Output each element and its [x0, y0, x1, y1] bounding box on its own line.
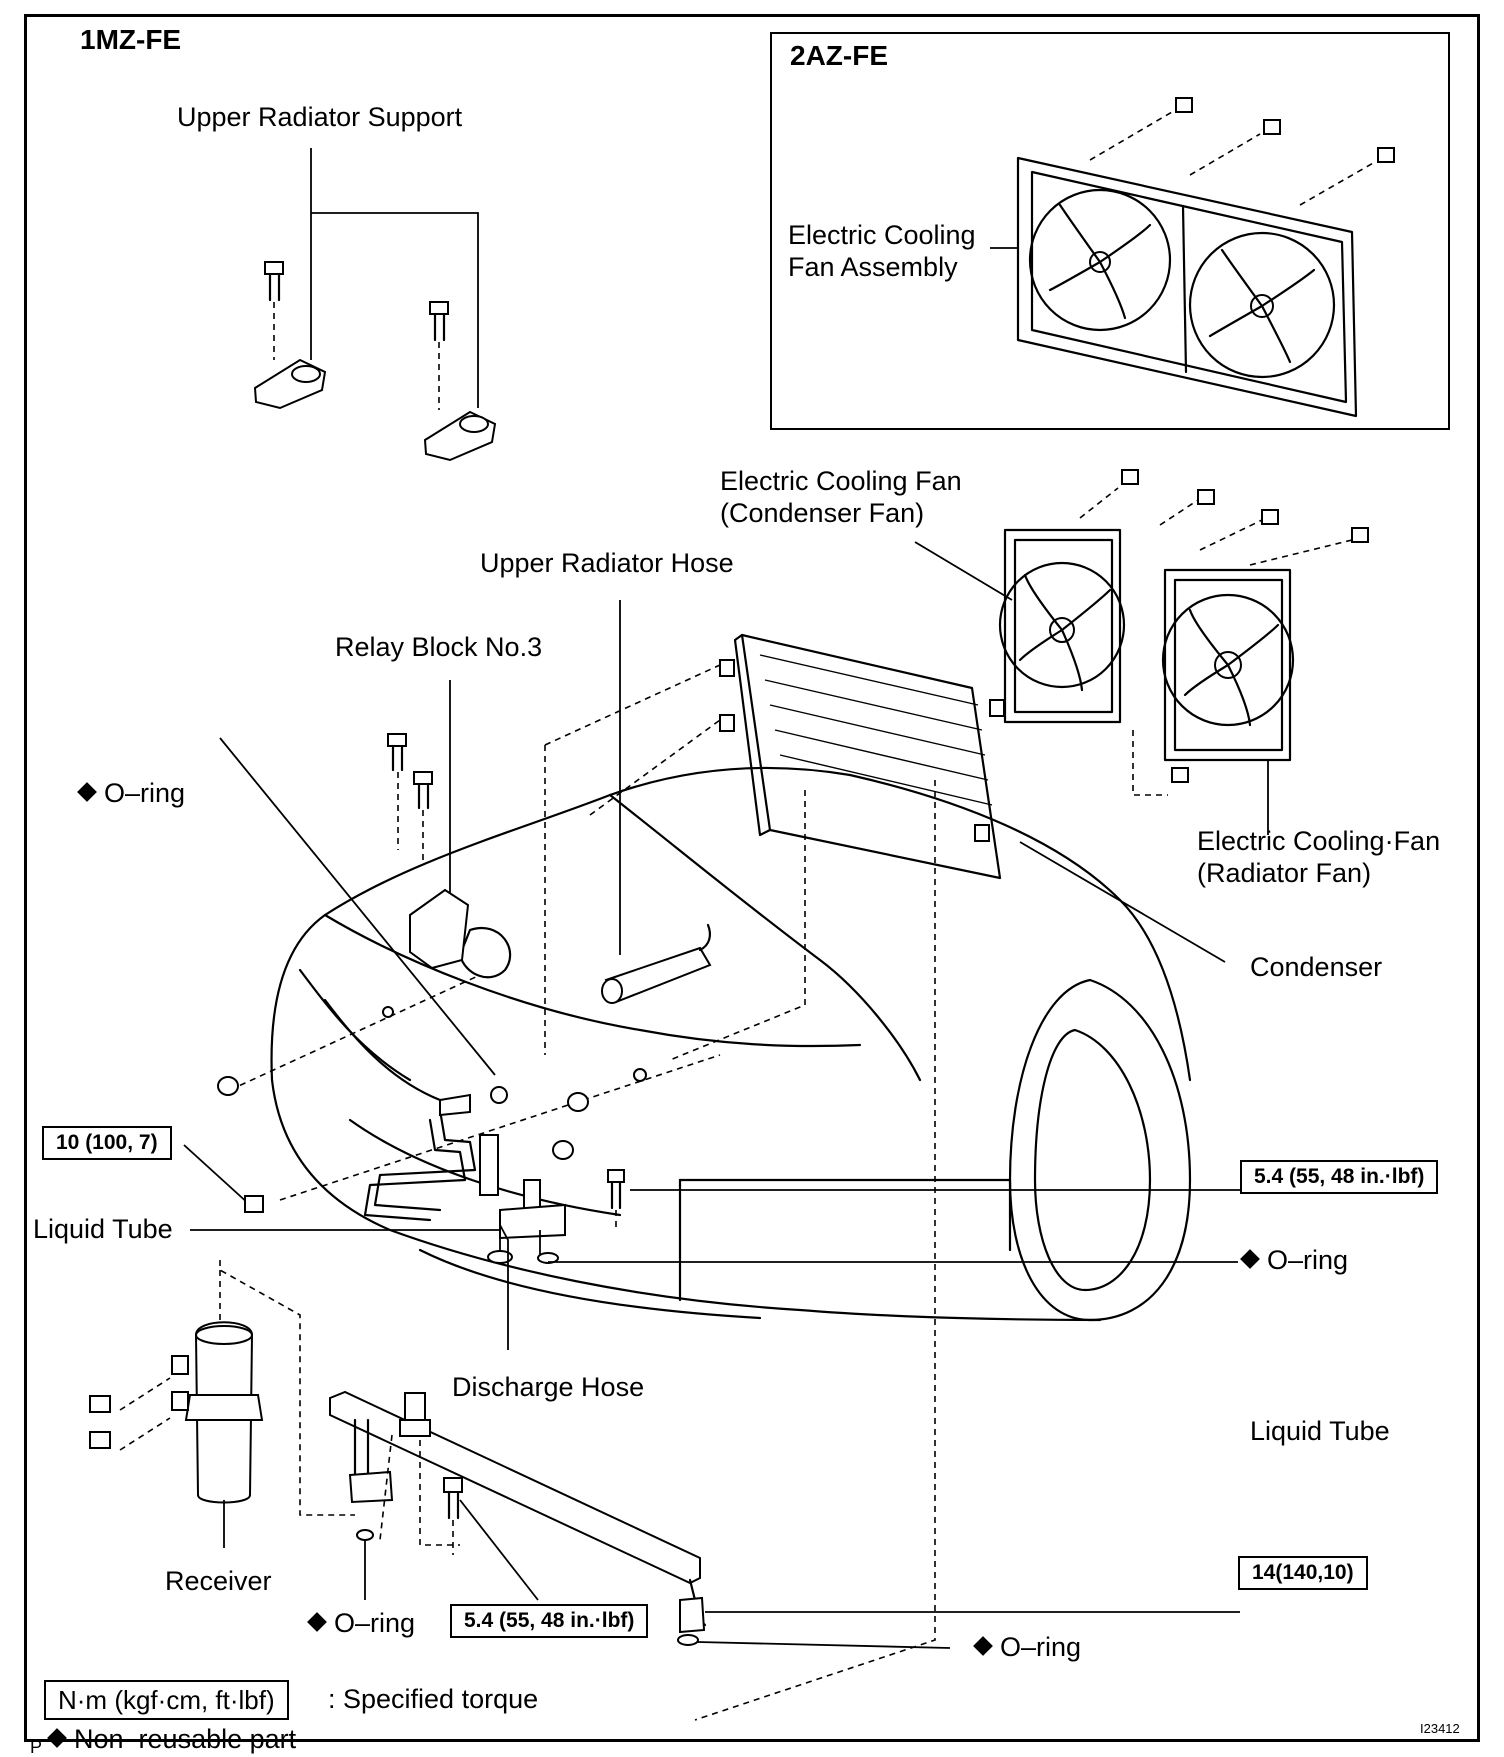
legend-nonreusable-text: Non–reusable part [74, 1724, 297, 1754]
o-ring-3-text: O–ring [334, 1608, 416, 1638]
figure-id: I23412 [1420, 1721, 1460, 1736]
engine-label-1mz-fe: 1MZ-FE [80, 24, 182, 55]
inset-fan-assembly-drawing [990, 97, 1395, 418]
label-condenser-fan-line2: (Condenser Fan) [720, 498, 925, 528]
label-o-ring-1: O–ring [77, 778, 186, 809]
nonreusable-diamond-icon [307, 1612, 327, 1632]
label-o-ring-2: O–ring [1240, 1245, 1349, 1276]
torque-box-10: 10 (100, 7) [42, 1126, 172, 1160]
condenser-and-radiator-fans-drawing [914, 469, 1369, 835]
torque-box-5-4-lower: 5.4 (55, 48 in.·lbf) [450, 1604, 649, 1638]
torque-box-5-4-upper: 5.4 (55, 48 in.·lbf) [1240, 1160, 1439, 1194]
o-ring-2-text: O–ring [1267, 1245, 1349, 1275]
nonreusable-diamond-icon [77, 782, 97, 802]
relay-block-and-hose-drawing [387, 600, 712, 1004]
inset-2az-fe-box [770, 32, 1450, 430]
nonreusable-diamond-icon [1240, 1249, 1260, 1269]
label-relay-block: Relay Block No.3 [335, 632, 543, 662]
nonreusable-diamond-icon [973, 1636, 993, 1656]
nonreusable-diamond-icon [47, 1728, 67, 1748]
label-fan-assembly-line2: Fan Assembly [788, 252, 958, 282]
upper-radiator-support-drawing [253, 148, 497, 462]
legend-nonreusable: Non–reusable part [47, 1724, 297, 1755]
liquid-tube-assembly-drawing [183, 737, 1240, 1350]
o-ring-1-text: O–ring [104, 778, 186, 808]
legend-torque-unit-box: N·m (kgf·cm, ft·lbf) [44, 1680, 289, 1720]
label-o-ring-4: O–ring [973, 1632, 1082, 1663]
label-upper-radiator-hose: Upper Radiator Hose [480, 548, 734, 578]
torque-box-14: 14(140,10) [1238, 1556, 1368, 1590]
car-front-outline [270, 766, 1192, 1322]
corner-mark: P [30, 1737, 43, 1757]
label-radiator-fan-line1: Electric Cooling·Fan [1197, 826, 1441, 856]
label-upper-radiator-support: Upper Radiator Support [177, 102, 463, 132]
diagram-frame [24, 14, 1480, 1742]
label-liquid-tube-1: Liquid Tube [33, 1214, 173, 1244]
legend-torque-desc: : Specified torque [328, 1684, 539, 1714]
label-fan-assembly-line1: Electric Cooling [788, 220, 976, 250]
label-o-ring-3: O–ring [307, 1608, 416, 1639]
condenser-drawing [719, 633, 1226, 963]
label-radiator-fan-line2: (Radiator Fan) [1197, 858, 1372, 888]
o-ring-4-text: O–ring [1000, 1632, 1082, 1662]
condenser-mount-dashes [229, 664, 936, 1721]
label-condenser: Condenser [1250, 952, 1383, 982]
label-discharge-hose: Discharge Hose [452, 1372, 645, 1402]
label-liquid-tube-2: Liquid Tube [1250, 1416, 1390, 1446]
receiver-and-lower-tube-drawing [89, 1260, 1240, 1649]
label-receiver: Receiver [165, 1566, 272, 1596]
label-condenser-fan-line1: Electric Cooling Fan [720, 466, 962, 496]
engine-label-2az-fe: 2AZ-FE [790, 40, 888, 71]
